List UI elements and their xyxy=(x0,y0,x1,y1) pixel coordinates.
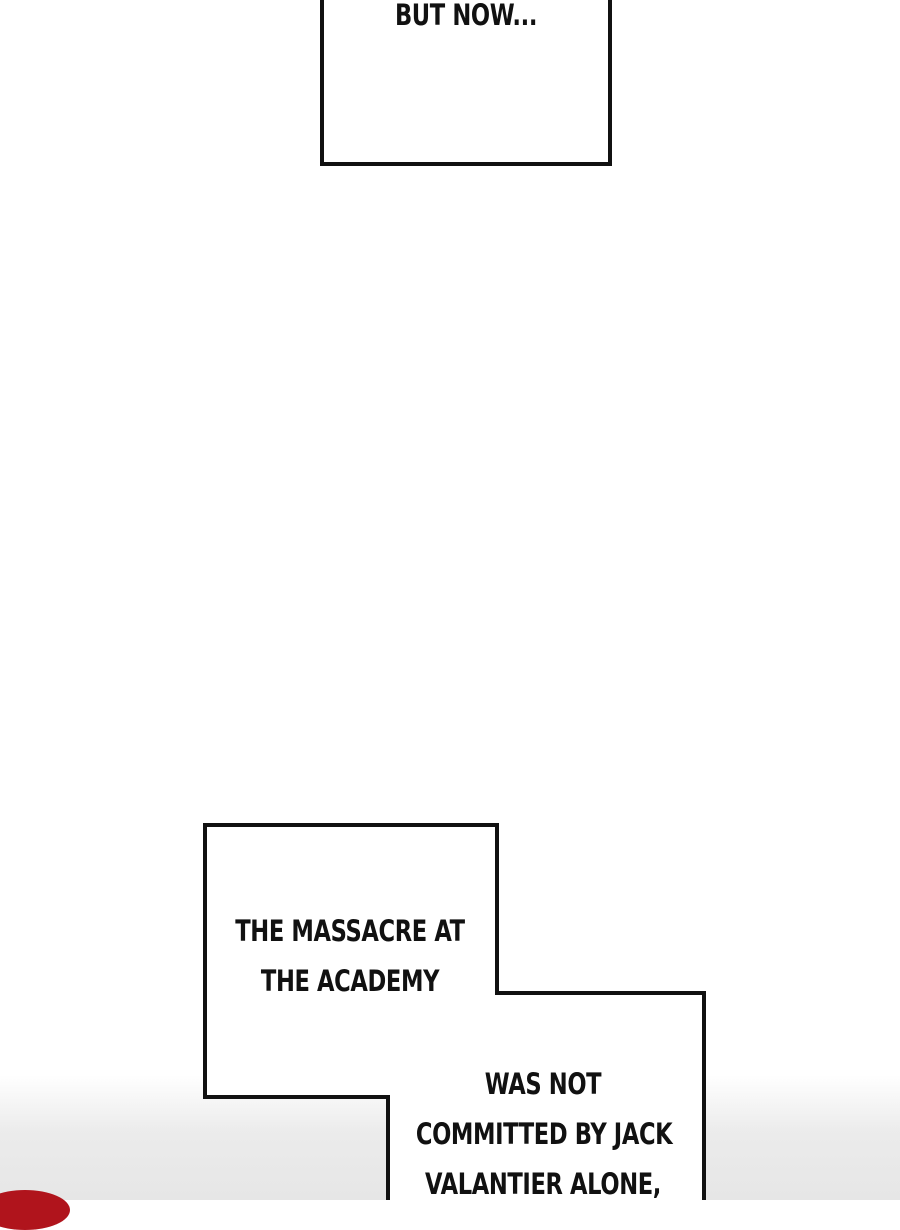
caption-line: THE MASSACRE AT xyxy=(235,914,465,948)
panel-layer xyxy=(203,0,706,1200)
bottom-caption-box xyxy=(203,823,706,1200)
caption-line: COMMITTED BY JACK xyxy=(415,1117,673,1151)
caption-not-committed-alone: WAS NOT COMMITTED BY JACK VALANTIER ALON… xyxy=(415,1059,673,1209)
top-caption-box xyxy=(320,0,612,166)
caption-massacre-at-academy: THE MASSACRE AT THE ACADEMY xyxy=(225,906,475,1006)
caption-line: BUT NOW... xyxy=(394,0,538,32)
caption-but-now: BUT NOW... xyxy=(354,0,577,40)
caption-line: VALANTIER ALONE, xyxy=(425,1167,661,1201)
caption-line: THE ACADEMY xyxy=(260,964,440,998)
caption-line: WAS NOT xyxy=(484,1067,602,1101)
